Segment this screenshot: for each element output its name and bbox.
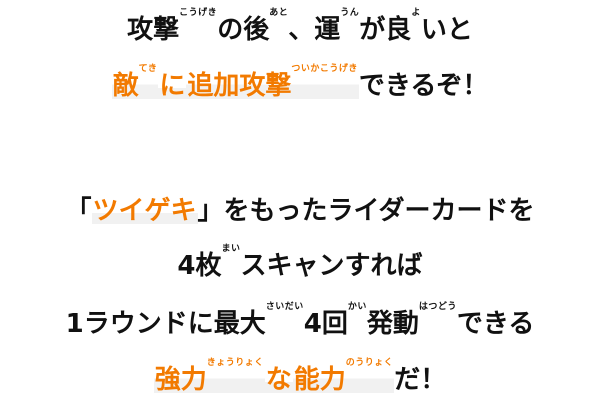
furigana-reading: かい (347, 302, 367, 312)
text-line-1: 攻撃こうげきの後あと、運うんが良よいと (0, 8, 600, 43)
text-fragment: できる (456, 309, 535, 339)
text-fragment: 1ラウンドに (65, 309, 214, 339)
ruby-word: 枚まい (196, 244, 241, 279)
ruby-base-text: 枚 (195, 251, 222, 281)
furigana-reading: うん (340, 8, 360, 18)
ruby-base-text: 敵 (112, 71, 139, 101)
text-fragment: だ！ (394, 365, 447, 395)
text-line-2: 敵てきに追加攻撃ついかこうげきできるぞ！ (0, 64, 600, 99)
quote-bracket: 「 (65, 196, 92, 226)
furigana-reading: さいだい (265, 302, 304, 312)
ruby-word: 能力のうりょく (292, 358, 395, 395)
text-fragment: できるぞ！ (358, 71, 489, 101)
furigana-reading: こうげき (179, 8, 218, 18)
ruby-base-text: 運 (314, 15, 341, 45)
text-fragment: な (264, 365, 293, 395)
ruby-base-text: 発動 (366, 309, 419, 339)
quote-bracket: 」 (197, 196, 224, 226)
ruby-base-text: 強力 (154, 365, 207, 395)
ruby-base-text: 最大 (213, 309, 266, 339)
ruby-word: 良よ (385, 8, 421, 43)
ruby-base-text: 回 (321, 309, 348, 339)
ruby-base-text: 良 (385, 15, 412, 45)
text-fragment: スキャンすれば (240, 251, 423, 281)
ruby-word: 攻撃こうげき (127, 8, 217, 43)
text-line-5: 1ラウンドに最大さいだい4回かい発動はつどうできる (0, 302, 600, 337)
text-fragment: に (158, 71, 187, 101)
text-line-3: 「ツイゲキ」をもったライダーカードを (0, 198, 600, 224)
text-fragment: をもったライダーカードを (223, 196, 535, 226)
text-fragment: の (217, 15, 244, 45)
furigana-reading: ついかこうげき (291, 64, 358, 74)
furigana-reading: あと (269, 8, 289, 18)
ruby-word: 運うん (314, 8, 359, 43)
text-fragment: が (359, 15, 386, 45)
text-line-6: 強力きょうりょくな能力のうりょくだ！ (0, 358, 600, 393)
text-line-4: 4枚まいスキャンすれば (0, 244, 600, 279)
ruby-word: 強力きょうりょく (153, 358, 265, 395)
ruby-base-text: 攻撃 (127, 15, 180, 45)
ruby-word: 最大さいだい (214, 302, 304, 337)
furigana-reading: はつどう (418, 302, 457, 312)
text-fragment: 4 (177, 251, 196, 281)
ruby-word: 敵てき (111, 64, 159, 101)
ruby-word: 回かい (322, 302, 367, 337)
text-fragment: いと (420, 15, 473, 45)
text-fragment: 、 (288, 15, 315, 45)
ruby-base-text: 能力 (293, 365, 346, 395)
ruby-word: 後あと (243, 8, 288, 43)
ruby-word: 発動はつどう (367, 302, 457, 337)
ruby-base-text: 追加攻撃 (187, 71, 292, 101)
furigana-reading: のうりょく (345, 358, 394, 368)
text-fragment: 4 (303, 309, 322, 339)
furigana-reading: まい (221, 244, 241, 254)
ruby-word: 追加攻撃ついかこうげき (186, 64, 359, 99)
furigana-reading: よ (411, 8, 421, 18)
furigana-reading: きょうりょく (206, 358, 264, 368)
furigana-reading: てき (138, 64, 158, 74)
ruby-base-text: 後 (243, 15, 270, 45)
text-fragment: ツイゲキ (91, 196, 198, 226)
